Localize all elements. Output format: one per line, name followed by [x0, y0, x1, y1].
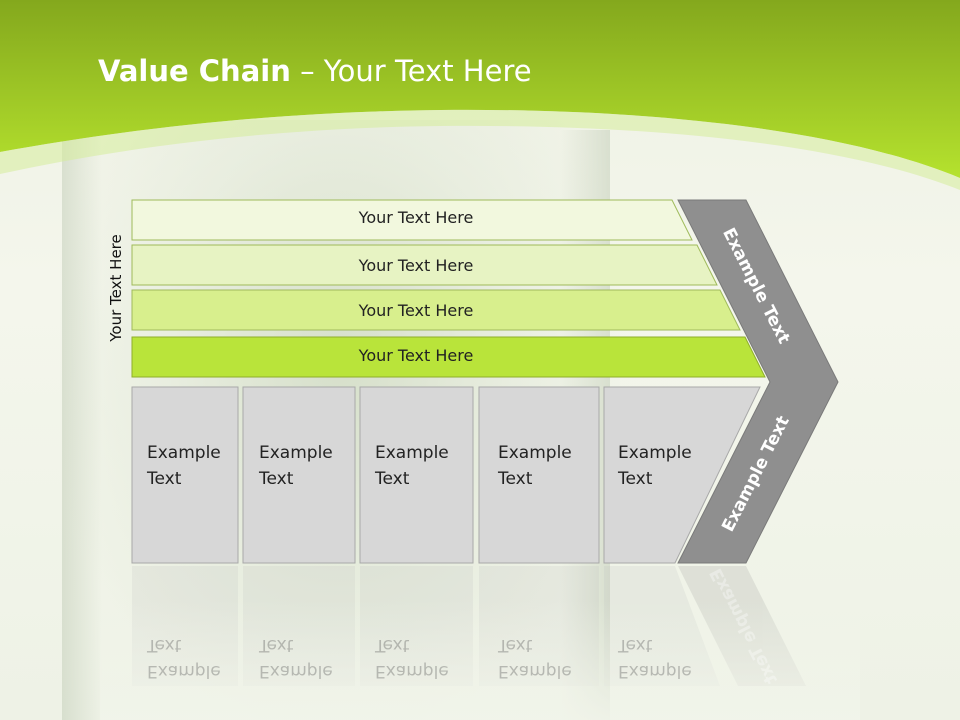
bar-1 — [131, 199, 693, 241]
box-5-line2: Text — [618, 469, 653, 489]
bar-2 — [131, 244, 718, 286]
bar-1-label: Your Text Here — [358, 208, 474, 227]
box-3-line2: Text — [375, 469, 410, 489]
box-2-line1: Example — [259, 443, 333, 463]
box-3-line1: Example — [375, 443, 449, 463]
box-3-reflection-line2: Text — [375, 635, 410, 655]
box-4 — [478, 386, 600, 564]
box-4-label: Example Text — [498, 440, 572, 492]
title-bold: Value Chain — [98, 54, 291, 88]
box-1-line1: Example — [147, 443, 221, 463]
box-3-reflection: Example Text — [375, 632, 449, 684]
box-4-reflection: Example Text — [498, 632, 572, 684]
box-5-label: Example Text — [618, 440, 692, 492]
bar-4 — [131, 336, 766, 378]
box-1-reflection-line1: Example — [147, 661, 221, 681]
box-3-reflection-line1: Example — [375, 661, 449, 681]
box-2 — [242, 386, 356, 564]
box-5-reflection-line2: Text — [618, 635, 653, 655]
reflection-fade — [100, 600, 860, 720]
bar-2-label: Your Text Here — [358, 256, 474, 275]
box-4-line2: Text — [498, 469, 533, 489]
box-2-reflection-line2: Text — [259, 635, 294, 655]
box-2-label: Example Text — [259, 440, 333, 492]
bar-4-label: Your Text Here — [358, 346, 474, 365]
box-1-reflection: Example Text — [147, 632, 221, 684]
box-3 — [359, 386, 474, 564]
box-4-reflection-line2: Text — [498, 635, 533, 655]
box-1 — [131, 386, 239, 564]
header-banner — [0, 0, 960, 190]
box-4-line1: Example — [498, 443, 572, 463]
box-2-reflection-line1: Example — [259, 661, 333, 681]
box-1-line2: Text — [147, 469, 182, 489]
chevron-arrow — [677, 199, 839, 564]
box-5 — [603, 386, 761, 564]
box-5-reflection-line1: Example — [618, 661, 692, 681]
slide-title: Value Chain – Your Text Here — [98, 54, 532, 88]
box-1-label: Example Text — [147, 440, 221, 492]
title-rest: – Your Text Here — [290, 54, 532, 88]
box-2-reflection: Example Text — [259, 632, 333, 684]
bar-3-label: Your Text Here — [358, 301, 474, 320]
box-2-line2: Text — [259, 469, 294, 489]
bar-3 — [131, 289, 741, 331]
box-5-reflection: Example Text — [618, 632, 692, 684]
box-1-reflection-line2: Text — [147, 635, 182, 655]
glass-edge-left — [62, 130, 102, 720]
box-4-reflection-line1: Example — [498, 661, 572, 681]
box-5-line1: Example — [618, 443, 692, 463]
box-3-label: Example Text — [375, 440, 449, 492]
